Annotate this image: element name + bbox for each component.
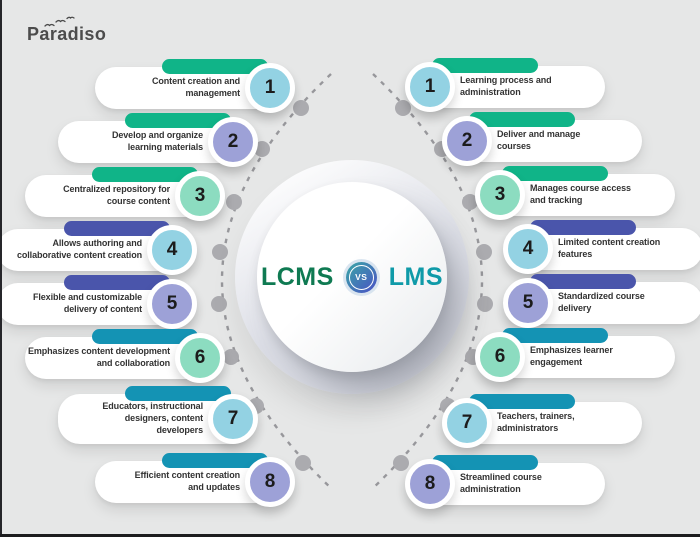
item-color-bar bbox=[530, 220, 636, 235]
item-label: Teachers, trainers, administrators bbox=[497, 411, 575, 433]
lcms-label: LCMS bbox=[260, 262, 334, 291]
item-label: Content creation and management bbox=[151, 76, 240, 98]
comparison-item: Emphasizes content development and colla… bbox=[25, 329, 225, 383]
item-color-bar bbox=[530, 274, 636, 289]
item-color-bar bbox=[125, 113, 231, 128]
screen-edge-left bbox=[0, 0, 2, 537]
paradiso-logo: Paradiso bbox=[27, 16, 107, 45]
item-number-badge: 2 bbox=[208, 117, 258, 167]
item-number-badge: 8 bbox=[405, 459, 455, 509]
item-label: Deliver and manage courses bbox=[497, 129, 581, 151]
item-color-bar bbox=[469, 394, 575, 409]
vs-badge: VS bbox=[345, 261, 377, 293]
item-color-bar bbox=[162, 59, 268, 74]
item-color-bar bbox=[502, 166, 608, 181]
item-color-bar bbox=[64, 221, 170, 236]
item-label: Learning process and administration bbox=[460, 75, 552, 97]
item-color-bar bbox=[162, 453, 268, 468]
item-number-badge: 4 bbox=[147, 225, 197, 275]
item-label: Emphasizes content development and colla… bbox=[27, 346, 170, 368]
item-number-badge: 3 bbox=[175, 171, 225, 221]
screen-edge-bottom bbox=[0, 534, 700, 537]
item-color-bar bbox=[92, 329, 198, 344]
vs-badge-text: VS bbox=[348, 264, 374, 290]
item-number-badge: 7 bbox=[208, 394, 258, 444]
item-label: Educators, instructional designers, cont… bbox=[102, 401, 203, 435]
item-label: Standardized course delivery bbox=[558, 291, 645, 313]
item-label: Centralized repository for course conten… bbox=[63, 184, 170, 206]
item-number-badge: 7 bbox=[442, 398, 492, 448]
comparison-item: Allows authoring and collaborative conte… bbox=[0, 221, 197, 275]
birds-icon bbox=[44, 16, 75, 27]
item-number-badge: 6 bbox=[175, 333, 225, 383]
item-color-bar bbox=[469, 112, 575, 127]
item-number-badge: 8 bbox=[245, 457, 295, 507]
lms-label: LMS bbox=[388, 262, 444, 291]
item-label: Manages course access and tracking bbox=[530, 183, 631, 205]
comparison-item: Centralized repository for course conten… bbox=[25, 167, 225, 221]
item-color-bar bbox=[125, 386, 231, 401]
item-number-badge: 5 bbox=[503, 278, 553, 328]
item-label: Develop and organize learning materials bbox=[111, 130, 203, 152]
item-number-badge: 1 bbox=[405, 62, 455, 112]
item-number-badge: 5 bbox=[147, 279, 197, 329]
item-label: Allows authoring and collaborative conte… bbox=[16, 238, 142, 260]
item-number-badge: 4 bbox=[503, 224, 553, 274]
logo-text: Paradiso bbox=[27, 24, 107, 44]
item-number-badge: 1 bbox=[245, 63, 295, 113]
item-color-bar bbox=[432, 455, 538, 470]
item-number-badge: 2 bbox=[442, 116, 492, 166]
item-color-bar bbox=[92, 167, 198, 182]
item-label: Emphasizes learner engagement bbox=[530, 345, 613, 367]
item-label: Efficient content creation and updates bbox=[134, 470, 241, 492]
item-label: Streamlined course administration bbox=[460, 472, 542, 494]
item-number-badge: 3 bbox=[475, 170, 525, 220]
item-color-bar bbox=[432, 58, 538, 73]
item-label: Flexible and customizable delivery of co… bbox=[32, 292, 142, 314]
comparison-item: Educators, instructional designers, cont… bbox=[58, 386, 258, 444]
center-circle: LCMS VS LMS bbox=[257, 182, 447, 372]
item-number-badge: 6 bbox=[475, 332, 525, 382]
item-color-bar bbox=[64, 275, 170, 290]
comparison-item: Flexible and customizable delivery of co… bbox=[0, 275, 197, 329]
item-color-bar bbox=[502, 328, 608, 343]
item-label: Limited content creation features bbox=[558, 237, 661, 259]
